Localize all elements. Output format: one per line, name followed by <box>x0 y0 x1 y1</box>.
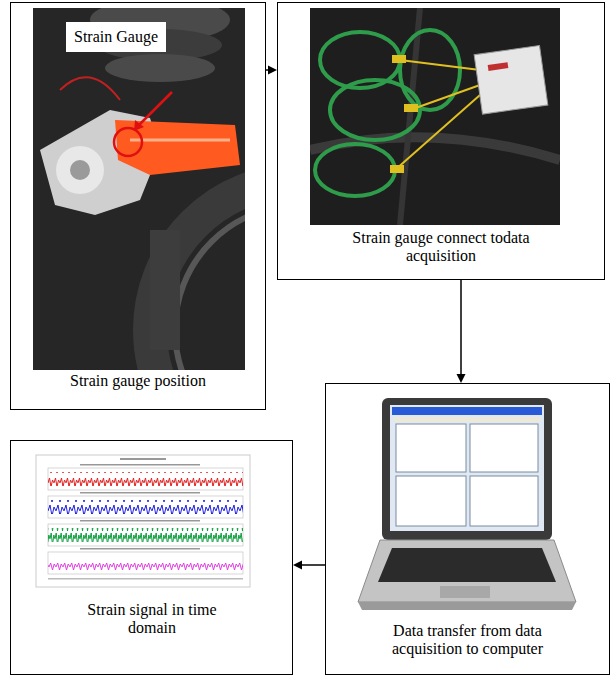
laptop-illustration <box>358 398 576 610</box>
arrow-line <box>301 564 325 566</box>
arrowhead <box>293 561 302 570</box>
step-box: Data transfer from data acquisition to c… <box>325 383 610 675</box>
step-caption: Strain gauge connect todata acquisition <box>321 229 561 265</box>
step-box: Strain gauge position <box>10 2 266 410</box>
step-caption: Strain signal in time domain <box>62 601 242 637</box>
arrowhead <box>457 374 466 383</box>
daq-photo <box>310 8 560 225</box>
step-box: Strain gauge connect todata acquisition <box>277 2 605 280</box>
step-caption: Data transfer from data acquisition to c… <box>360 622 575 658</box>
flow-arrow <box>293 561 325 570</box>
flow-arrow <box>266 66 277 75</box>
arrowhead <box>268 66 277 75</box>
gauge-arrow <box>136 92 172 128</box>
step-caption: Strain gauge position <box>18 372 258 390</box>
step-box: Strain signal in time domain <box>10 440 293 675</box>
suspension-photo <box>33 8 245 370</box>
gauge-arrowhead <box>134 120 144 131</box>
arrow-line <box>460 280 462 375</box>
gauge-circle <box>114 128 142 156</box>
callout-label: Strain Gauge <box>66 22 166 52</box>
flow-arrow <box>457 280 466 383</box>
signal-chart <box>36 455 250 587</box>
